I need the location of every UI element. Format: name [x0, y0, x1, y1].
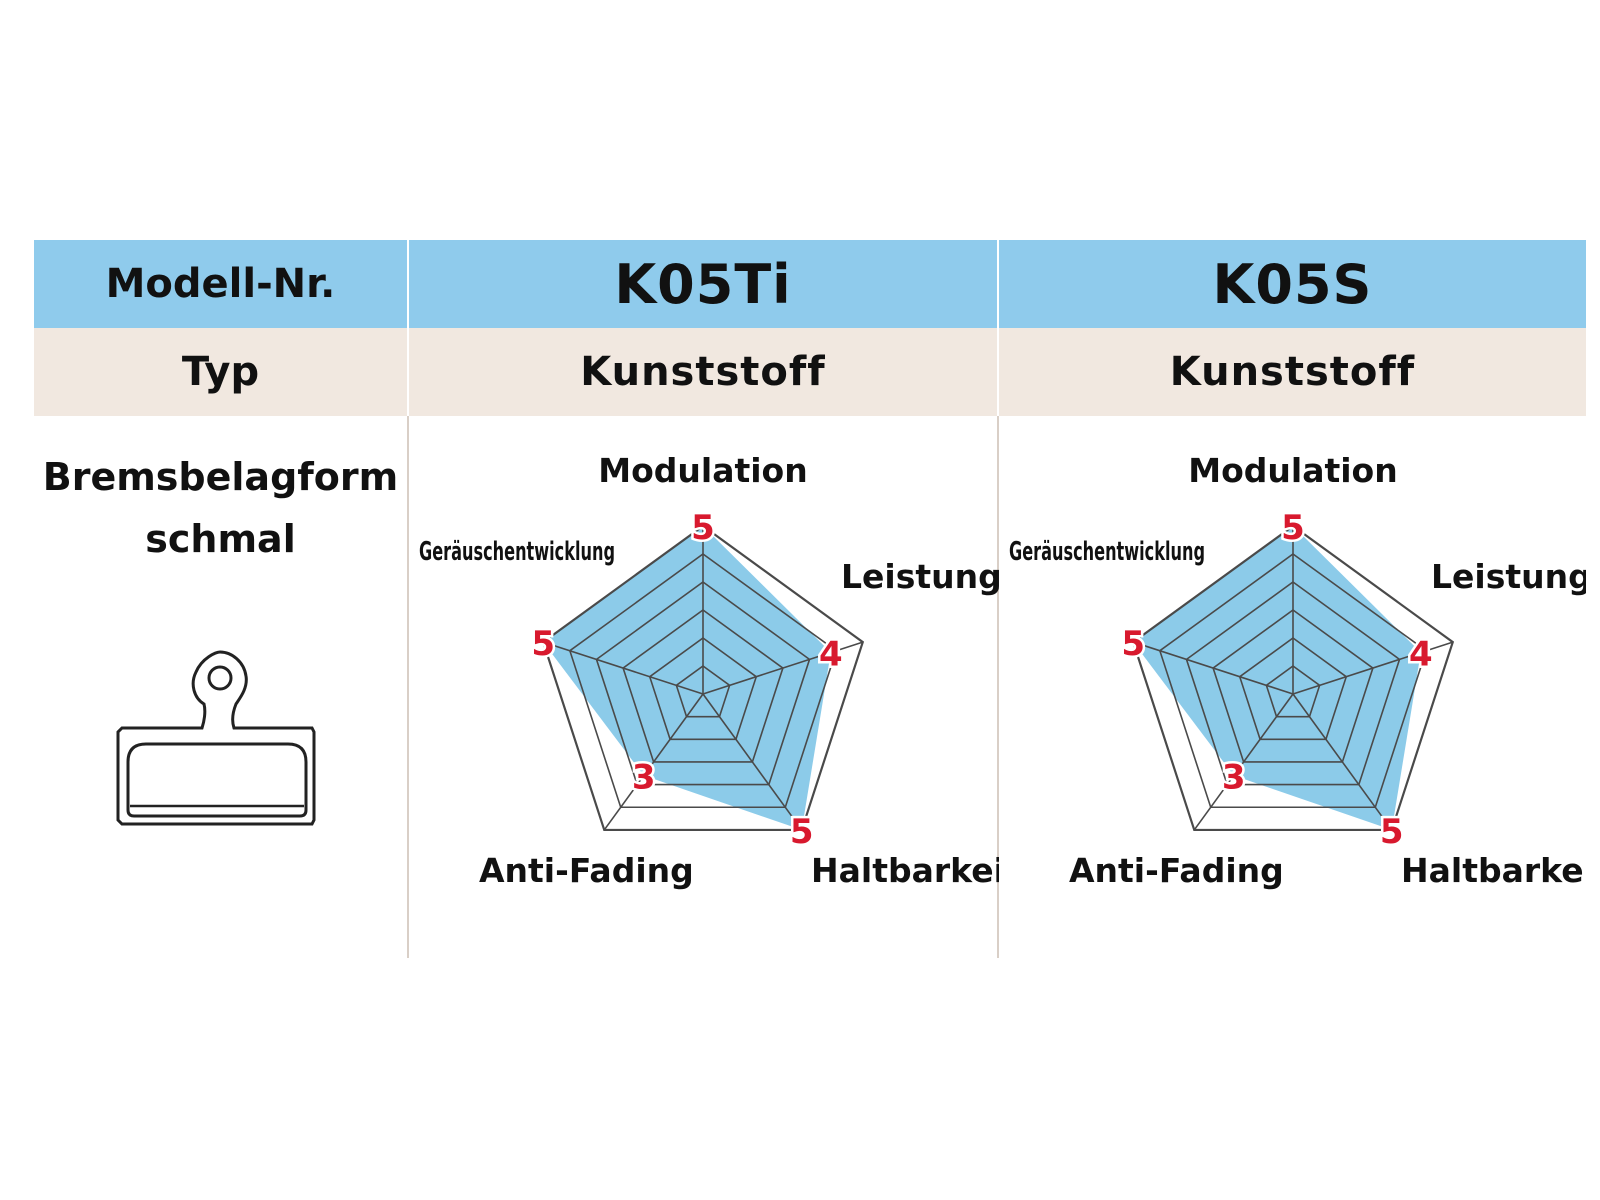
axis-label-haltbarkeit-k05s: Haltbarkeit	[1401, 851, 1586, 890]
axis-label-anti-fading-k05ti: Anti-Fading	[479, 851, 694, 890]
radar-grid-ring	[541, 524, 865, 832]
type-row: Typ Kunststoff Kunststoff	[34, 328, 1586, 416]
model-label: Modell-Nr.	[34, 240, 409, 328]
radar-grid-ring	[568, 553, 838, 809]
radar-grid-ring	[622, 609, 784, 763]
axis-label-modulation-k05s: Modulation	[1188, 451, 1397, 490]
axis-label-modulation-k05ti: Modulation	[598, 451, 807, 490]
radar-grid-ring	[1238, 637, 1348, 741]
radar-spoke	[1132, 641, 1294, 695]
radar-grid-ring	[648, 637, 758, 741]
value-label-leistung-k05s: 4	[1409, 634, 1433, 674]
axis-label-geraeuschentwicklung-k05ti: Geräuschentwicklung	[419, 537, 615, 567]
radar-spoke	[542, 641, 704, 695]
radar-grid-ring	[595, 581, 811, 786]
radar-grid-ring	[1185, 581, 1401, 786]
model-row: Modell-Nr. K05Ti K05S	[34, 240, 1586, 328]
radar-cell-k05ti: 5 4 5 3 5 ModulationLeistungHaltbarkeit Anti-F…	[409, 416, 999, 958]
radar-cell-k05s: 5 4 5 3 5 ModulationLeistungHaltbarkeit Anti-F…	[999, 416, 1586, 958]
shape-label-line1: Bremsbelagform	[42, 455, 399, 499]
shape-label: Bremsbelagform schmal	[34, 446, 407, 570]
shape-label-line2: schmal	[145, 517, 296, 561]
type-k05ti-value: Kunststoff	[409, 328, 999, 416]
type-k05s-value: Kunststoff	[1169, 349, 1416, 395]
value-label-haltbarkeit-k05ti: 5	[790, 812, 814, 852]
comparison-table: Modell-Nr. K05Ti K05S Typ Kunststoff Kun…	[34, 240, 1586, 958]
value-label-modulation-k05s: 5	[1281, 508, 1305, 548]
value-label-haltbarkeit-k05s: 5	[1380, 812, 1404, 852]
value-label-anti-fading-k05ti: 3	[632, 758, 656, 798]
axis-label-haltbarkeit-k05ti: Haltbarkeit	[811, 851, 999, 890]
radar-grid-ring	[1131, 524, 1455, 832]
value-label-geraeuschentwicklung-k05ti: 5	[531, 624, 555, 664]
radar-grid-ring	[1265, 665, 1321, 718]
radar-chart-k05s: 5 4 5 3 5 ModulationLeistungHaltbarkeit Anti-F…	[1009, 451, 1586, 890]
radar-spoke	[702, 641, 864, 695]
radar-chart-k05ti: 5 4 5 3 5 ModulationLeistungHaltbarkeit Anti-F…	[419, 451, 999, 890]
shape-cell: Bremsbelagform schmal	[34, 416, 409, 958]
radar-grid-ring	[675, 665, 731, 718]
radar-grid-ring	[1212, 609, 1374, 763]
value-label-geraeuschentwicklung-k05s: 5	[1121, 624, 1145, 664]
axis-label-leistung-k05ti: Leistung	[841, 557, 999, 596]
radar-spoke	[603, 693, 704, 831]
radar-grid-ring	[1158, 553, 1428, 809]
axis-label-leistung-k05s: Leistung	[1431, 557, 1586, 596]
type-label: Typ	[34, 328, 409, 416]
radar-spoke	[1292, 693, 1393, 831]
axis-label-anti-fading-k05s: Anti-Fading	[1069, 851, 1284, 890]
model-k05ti-heading: K05Ti	[409, 240, 999, 328]
value-label-anti-fading-k05s: 3	[1222, 758, 1246, 798]
brake-pad-icon	[116, 650, 316, 826]
radar-spoke	[702, 693, 803, 831]
value-label-leistung-k05ti: 4	[819, 634, 843, 674]
axis-label-geraeuschentwicklung-k05s: Geräuschentwicklung	[1009, 537, 1205, 567]
radar-spoke	[1292, 641, 1454, 695]
model-k05s-heading: K05S	[1212, 252, 1373, 316]
value-label-modulation-k05ti: 5	[691, 508, 715, 548]
radar-spoke	[1193, 693, 1294, 831]
